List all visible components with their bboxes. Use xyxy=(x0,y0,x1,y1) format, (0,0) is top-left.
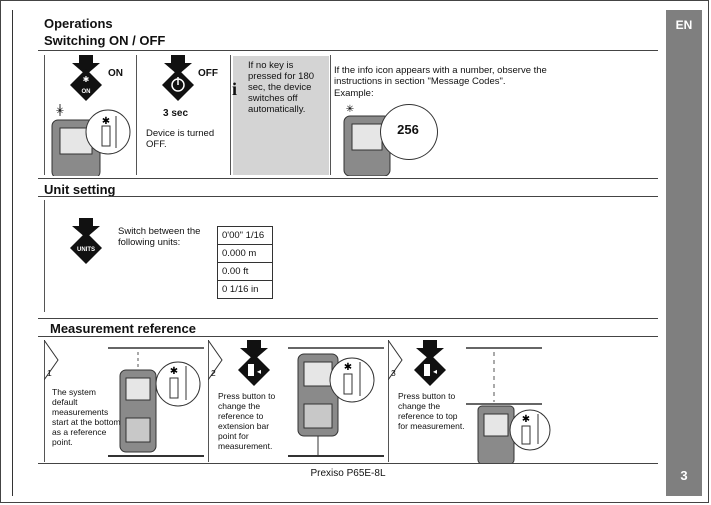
device-bottom-reference-illustration: ✱ xyxy=(108,347,204,457)
step-marker xyxy=(44,340,59,380)
device-on-illustration: ✳ ✱ xyxy=(51,104,131,176)
device-top-reference-illustration: ✱ xyxy=(466,347,551,464)
info-box xyxy=(233,56,329,175)
step-text: The system default measurements start at… xyxy=(52,387,121,447)
section-rule xyxy=(38,336,658,337)
example-code: 256 xyxy=(397,122,419,137)
reference-key-icon: ◂ xyxy=(414,340,446,386)
unit-setting-title: Unit setting xyxy=(44,182,116,197)
off-label: OFF xyxy=(198,68,218,79)
step-text: Press button to change the reference to … xyxy=(218,391,276,451)
svg-text:✱: ✱ xyxy=(344,362,352,373)
section-rule xyxy=(38,196,658,197)
device-extension-reference-illustration: ✱ xyxy=(288,347,384,457)
svg-text:✱: ✱ xyxy=(522,414,530,425)
step-marker xyxy=(388,340,403,380)
step-number: 3 xyxy=(391,368,396,378)
unit-option: 0.000 m xyxy=(217,244,273,263)
section-rule xyxy=(38,178,658,179)
step-marker xyxy=(208,340,223,380)
off-key-icon xyxy=(162,55,194,101)
page-number: 3 xyxy=(680,468,688,483)
operations-title: Operations xyxy=(44,16,113,31)
svg-text:✳: ✳ xyxy=(56,106,64,117)
message-text: If the info icon appears with a number, … xyxy=(334,65,547,87)
unit-setting-text: Switch between the following units: xyxy=(118,226,201,248)
step-text: Press button to change the reference to … xyxy=(398,391,465,431)
footer-text: Prexiso P65E-8L xyxy=(310,468,386,479)
language-tab: EN xyxy=(675,18,693,32)
step-number: 1 xyxy=(47,368,52,378)
column-rule xyxy=(44,55,45,175)
left-rule xyxy=(12,10,13,496)
info-icon: i xyxy=(232,79,238,99)
section-rule xyxy=(38,50,658,51)
column-rule xyxy=(208,340,209,462)
column-rule xyxy=(136,55,137,175)
message-bubble xyxy=(380,104,438,160)
unit-option: 0.00 ft xyxy=(217,262,273,281)
svg-text:◂: ◂ xyxy=(433,367,437,376)
off-text: Device is turned OFF. xyxy=(146,128,215,150)
svg-text:UNITS: UNITS xyxy=(77,247,95,253)
column-rule xyxy=(388,340,389,462)
unit-option: 0'00" 1/16 xyxy=(217,226,273,245)
reference-key-icon: ◂ xyxy=(238,340,270,386)
language-band xyxy=(666,10,702,496)
on-label: ON xyxy=(108,68,123,79)
switch-heading: Switching ON / OFF xyxy=(44,33,166,48)
example-label: Example: xyxy=(334,88,374,99)
svg-text:ON: ON xyxy=(82,89,91,95)
column-rule xyxy=(230,55,231,175)
measurement-reference-title: Measurement reference xyxy=(50,321,196,336)
svg-text:◂: ◂ xyxy=(257,367,261,376)
on-key-icon: ✱ ON xyxy=(70,55,102,101)
section-rule xyxy=(38,318,658,319)
step-number: 2 xyxy=(211,368,216,378)
column-rule xyxy=(44,200,45,312)
off-time: 3 sec xyxy=(163,108,189,119)
column-rule xyxy=(44,340,45,462)
svg-text:✱: ✱ xyxy=(102,116,110,127)
info-text: If no key is pressed for 180 sec, the de… xyxy=(248,60,315,115)
svg-text:✱: ✱ xyxy=(83,75,90,84)
footer-rule xyxy=(38,463,658,464)
unit-option: 0 1/16 in xyxy=(217,280,273,299)
units-key-icon: UNITS xyxy=(70,218,102,264)
column-rule xyxy=(330,55,331,175)
svg-text:✱: ✱ xyxy=(170,366,178,377)
svg-text:✳: ✳ xyxy=(346,104,354,115)
